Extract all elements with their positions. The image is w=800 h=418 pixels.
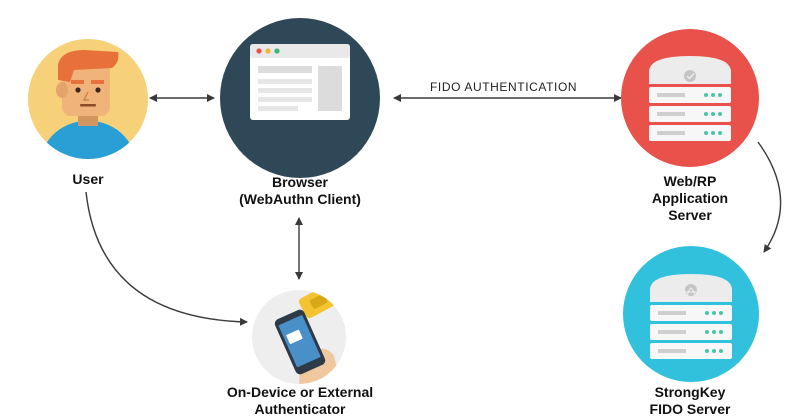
- server-label-line3: Server: [668, 207, 712, 223]
- authenticator-node: [252, 290, 346, 384]
- authenticator-label-line2: Authenticator: [254, 401, 346, 417]
- person-avatar-icon: [40, 50, 136, 159]
- browser-label-line1: Browser: [271, 174, 329, 190]
- server-stack-icon: [649, 56, 731, 141]
- user-node: [28, 39, 148, 159]
- user-label: User: [48, 171, 128, 188]
- browser-node: [220, 18, 380, 178]
- fido-authentication-label: FIDO AUTHENTICATION: [430, 80, 578, 94]
- edge-user-authenticator: [85, 191, 248, 326]
- server-label-line1: Web/RP: [663, 173, 717, 189]
- user-label-text: User: [72, 171, 104, 187]
- authenticator-label: On-Device or External Authenticator: [184, 384, 416, 418]
- browser-label-line2: (WebAuthn Client): [239, 191, 361, 207]
- browser-label: Browser (WebAuthn Client): [210, 174, 390, 208]
- server-node: [621, 29, 759, 167]
- server-label-line2: Application: [651, 190, 729, 206]
- fido-label-line1: StrongKey: [654, 384, 726, 400]
- authenticator-label-line1: On-Device or External: [226, 384, 374, 400]
- fido-node: [623, 246, 759, 382]
- edge-server-fido: [757, 141, 782, 253]
- fido-label: StrongKey FIDO Server: [620, 384, 760, 418]
- server-stack-icon: [650, 274, 732, 359]
- server-label: Web/RP Application Server: [630, 173, 750, 224]
- browser-window-icon: [250, 44, 350, 120]
- fido-label-line2: FIDO Server: [649, 401, 731, 417]
